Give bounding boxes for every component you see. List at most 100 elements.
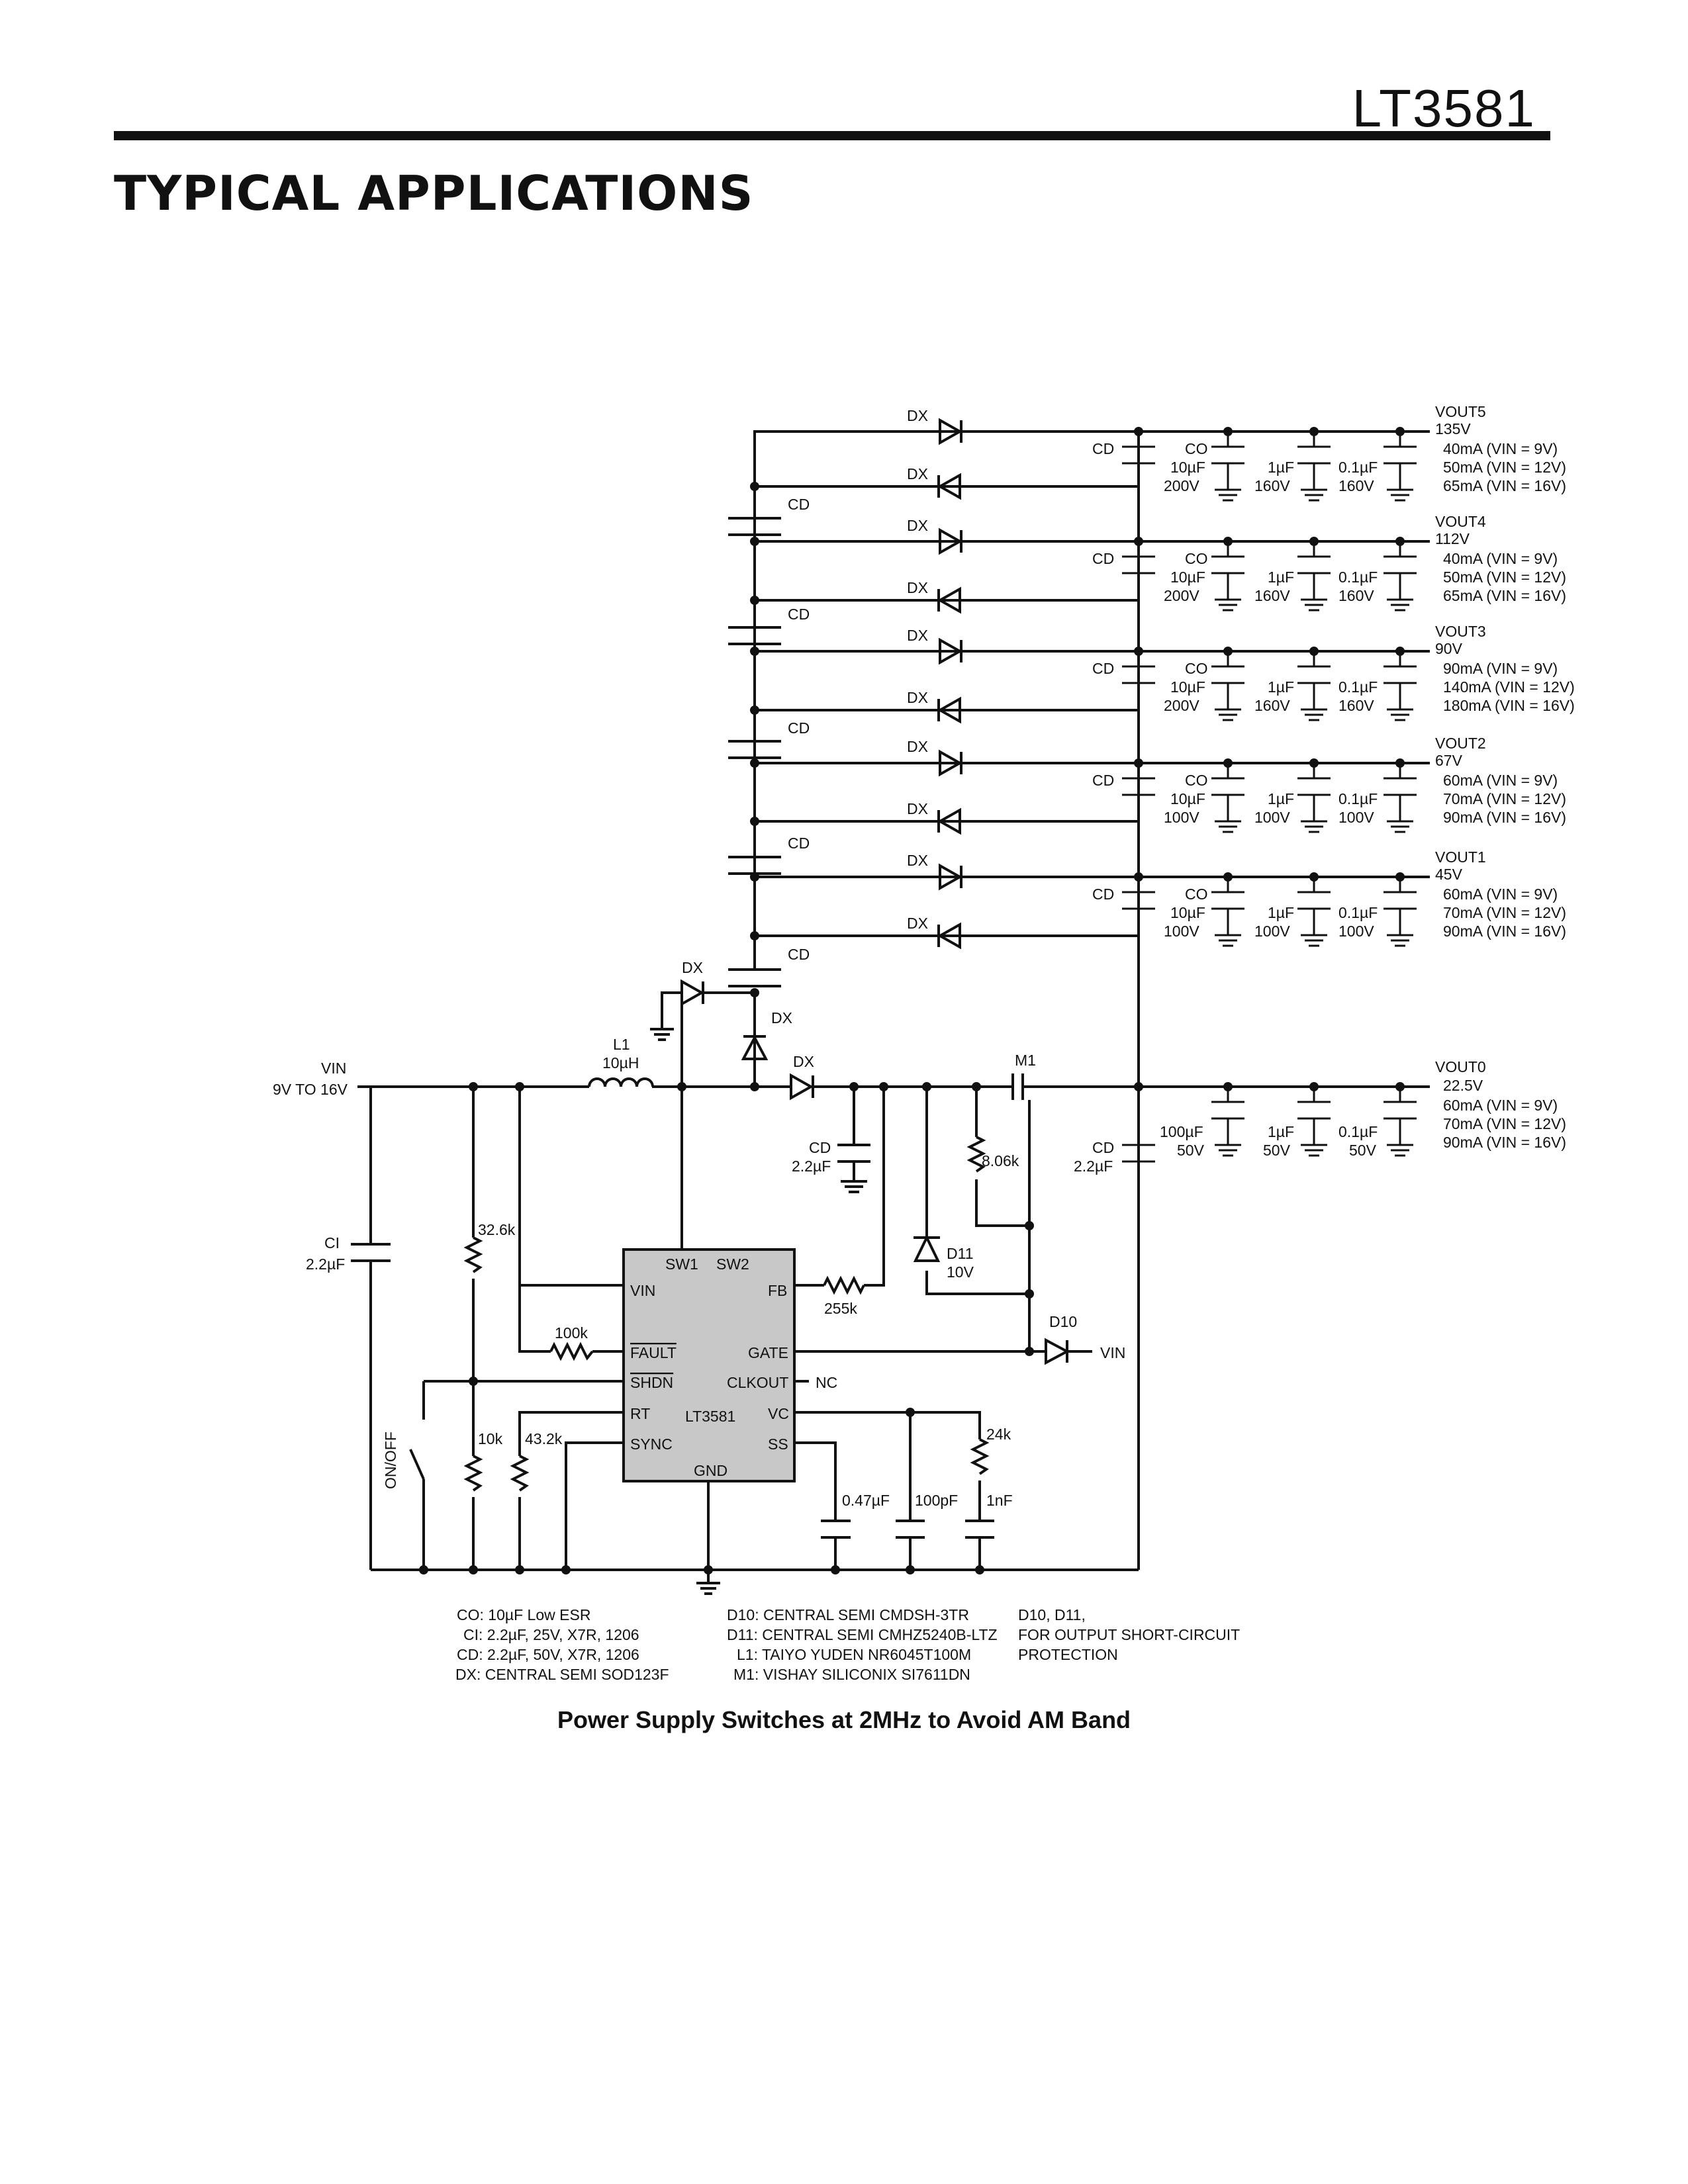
on-off-switch[interactable] xyxy=(409,1449,425,1480)
svg-text:0.1µF: 0.1µF xyxy=(1338,459,1378,476)
svg-text:100V: 100V xyxy=(1254,809,1290,826)
svg-text:100V: 100V xyxy=(1338,809,1374,826)
svg-text:DX: CENTRAL SEMI SOD123F: DX: CENTRAL SEMI SOD123F xyxy=(455,1666,669,1683)
svg-text:0.1µF: 0.1µF xyxy=(1338,1123,1378,1140)
svg-text:70mA (VIN = 12V): 70mA (VIN = 12V) xyxy=(1443,904,1566,921)
ground-rail xyxy=(369,1087,1139,1571)
charge-pump-ladder xyxy=(680,430,781,1250)
cd-main-value: 2.2µF xyxy=(792,1158,831,1175)
svg-text:90mA (VIN = 16V): 90mA (VIN = 16V) xyxy=(1443,1134,1566,1151)
svg-text:CD: CD xyxy=(1092,886,1114,903)
svg-text:CO: CO xyxy=(1185,886,1208,903)
svg-text:CI: 2.2µF, 25V, X7R, 1206: CI: 2.2µF, 25V, X7R, 1206 xyxy=(463,1626,639,1643)
vin-label: VIN xyxy=(321,1060,346,1077)
svg-text:10µF: 10µF xyxy=(1170,790,1205,807)
svg-text:VOUT0: VOUT0 xyxy=(1435,1058,1486,1075)
dx-ground-diode xyxy=(650,979,755,1041)
svg-text:CO: CO xyxy=(1185,550,1208,567)
vout1-caps xyxy=(1122,877,1417,947)
pin-gnd-label: GND xyxy=(694,1462,727,1479)
svg-text:CD: CD xyxy=(1092,550,1114,567)
d11-label: D11 xyxy=(947,1245,974,1262)
svg-text:180mA (VIN = 16V): 180mA (VIN = 16V) xyxy=(1443,697,1575,714)
svg-text:50mA (VIN = 12V): 50mA (VIN = 12V) xyxy=(1443,569,1566,586)
svg-text:VOUT2: VOUT2 xyxy=(1435,735,1486,752)
svg-text:D11: CENTRAL SEMI CMHZ5240B-LT: D11: CENTRAL SEMI CMHZ5240B-LTZ xyxy=(727,1626,998,1643)
dx-ladder-label-3: DX xyxy=(907,517,928,534)
d10-vin-label: VIN xyxy=(1100,1344,1125,1361)
dx-ground-label: DX xyxy=(682,959,703,976)
svg-text:160V: 160V xyxy=(1254,587,1290,604)
pin-sw1-label: SW1 xyxy=(665,1255,698,1273)
header-rule xyxy=(114,131,1550,140)
r-10k-label: 10k xyxy=(478,1430,503,1447)
svg-text:40mA (VIN = 9V): 40mA (VIN = 9V) xyxy=(1443,550,1558,567)
svg-text:M1: VISHAY SILICONIX SI7611DN: M1: VISHAY SILICONIX SI7611DN xyxy=(733,1666,970,1683)
cd-ladder-3: CD xyxy=(788,719,810,737)
r-100k-label: 100k xyxy=(555,1324,588,1342)
d10-label: D10 xyxy=(1049,1313,1077,1330)
pin-sync-label: SYNC xyxy=(630,1435,673,1453)
r-8k06 xyxy=(966,1136,986,1173)
dx-main-label: DX xyxy=(793,1053,814,1070)
svg-text:D10: CENTRAL SEMI CMDSH-3TR: D10: CENTRAL SEMI CMDSH-3TR xyxy=(727,1606,969,1623)
lt3581-ic-body xyxy=(622,1248,796,1482)
svg-text:1µF: 1µF xyxy=(1268,459,1294,476)
svg-text:50mA (VIN = 12V): 50mA (VIN = 12V) xyxy=(1443,459,1566,476)
r-100k xyxy=(549,1342,594,1361)
dx-ladder-label-2: DX xyxy=(907,465,928,482)
svg-text:1µF: 1µF xyxy=(1268,678,1294,696)
svg-text:1µF: 1µF xyxy=(1268,569,1294,586)
svg-text:0.1µF: 0.1µF xyxy=(1338,569,1378,586)
svg-text:CD: CD xyxy=(1092,660,1114,677)
r-43k2-label: 43.2k xyxy=(525,1430,563,1447)
figure-caption: Power Supply Switches at 2MHz to Avoid A… xyxy=(557,1706,1131,1733)
vout4-caps xyxy=(1122,541,1417,612)
svg-text:160V: 160V xyxy=(1254,697,1290,714)
svg-text:45V: 45V xyxy=(1435,866,1463,883)
pin-gate-label: GATE xyxy=(748,1344,788,1361)
d11-zener xyxy=(913,1234,941,1262)
r-8k06-label: 8.06k xyxy=(982,1152,1019,1169)
svg-text:67V: 67V xyxy=(1435,752,1463,769)
bom-notes: CO: 10µF Low ESR CI: 2.2µF, 25V, X7R, 12… xyxy=(455,1606,1240,1683)
svg-text:CD: 2.2µF, 50V, X7R, 1206: CD: 2.2µF, 50V, X7R, 1206 xyxy=(457,1646,639,1663)
svg-text:CO: CO xyxy=(1185,772,1208,789)
svg-text:CO: 10µF Low ESR: CO: 10µF Low ESR xyxy=(457,1606,590,1623)
dx-ladder-label-7: DX xyxy=(907,738,928,755)
svg-text:90mA (VIN = 16V): 90mA (VIN = 16V) xyxy=(1443,809,1566,826)
svg-text:70mA (VIN = 12V): 70mA (VIN = 12V) xyxy=(1443,790,1566,807)
page-part-number: LT3581 xyxy=(1352,79,1536,138)
svg-text:10µF: 10µF xyxy=(1170,678,1205,696)
svg-text:90mA (VIN = 9V): 90mA (VIN = 9V) xyxy=(1443,660,1558,677)
svg-text:160V: 160V xyxy=(1338,477,1374,494)
svg-text:100µF: 100µF xyxy=(1160,1123,1203,1140)
r-10k xyxy=(463,1455,483,1492)
svg-text:VOUT1: VOUT1 xyxy=(1435,848,1486,866)
svg-text:90V: 90V xyxy=(1435,640,1463,657)
r-24k-label: 24k xyxy=(986,1426,1011,1443)
svg-text:10µF: 10µF xyxy=(1170,569,1205,586)
svg-text:200V: 200V xyxy=(1164,477,1199,494)
svg-text:60mA (VIN = 9V): 60mA (VIN = 9V) xyxy=(1443,886,1558,903)
vout5-caps xyxy=(1122,432,1417,502)
ic-gnd-wire xyxy=(696,1481,720,1595)
vout3-caps xyxy=(1122,651,1417,721)
l1-inductor xyxy=(588,1077,654,1087)
svg-text:1µF: 1µF xyxy=(1268,790,1294,807)
svg-text:200V: 200V xyxy=(1164,587,1199,604)
dx-main-diode xyxy=(768,1073,1013,1101)
svg-text:65mA (VIN = 16V): 65mA (VIN = 16V) xyxy=(1443,587,1566,604)
dx-ladder-label-10: DX xyxy=(907,915,928,932)
pin-vc-label: VC xyxy=(768,1405,789,1422)
on-off-label: ON/OFF xyxy=(382,1432,399,1489)
svg-text:90mA (VIN = 16V): 90mA (VIN = 16V) xyxy=(1443,923,1566,940)
dx-vertical-diode xyxy=(741,1034,769,1060)
svg-text:60mA (VIN = 9V): 60mA (VIN = 9V) xyxy=(1443,772,1558,789)
ss-vc-network xyxy=(794,1380,994,1570)
